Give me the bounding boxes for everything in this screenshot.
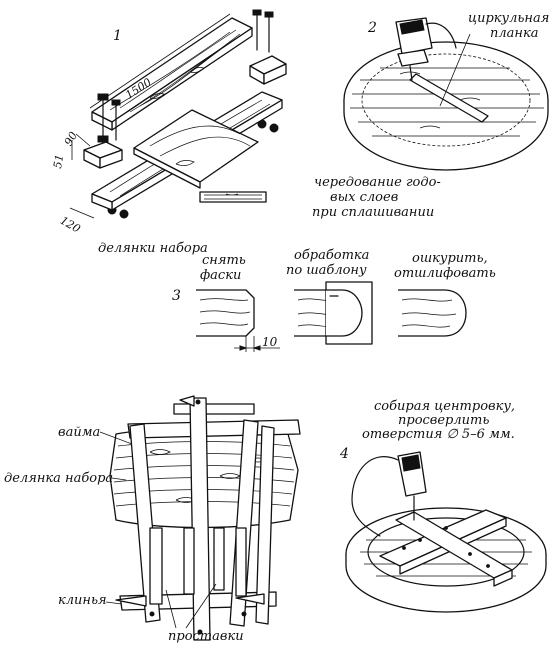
drill-icon: [351, 451, 427, 537]
label-template-1: обработка: [294, 248, 369, 263]
dim-90: 90: [62, 130, 80, 149]
label-chamfer-2: фаски: [200, 268, 241, 283]
bolt-icon: [252, 9, 274, 53]
label-sand-1: ошкурить,: [412, 251, 488, 266]
fig3-number: 3: [172, 288, 181, 304]
label-sand-2: отшлифовать: [394, 266, 496, 281]
label-wedges: клинья: [58, 593, 107, 608]
label-drill-3: отверстия ∅ 5–6 мм.: [362, 427, 515, 442]
label-clamp: вайма: [58, 425, 100, 440]
label-circular-plank-1: циркульная: [468, 11, 549, 26]
label-circular-plank-2: планка: [490, 26, 538, 41]
label-template-2: по шаблону: [286, 263, 367, 278]
figure-clamp-assembly: [99, 395, 301, 641]
bolt-icon: [97, 93, 121, 143]
label-rings-2: вых слоев: [330, 190, 398, 205]
label-stave-part: делянка набора: [4, 471, 113, 486]
dim-120: 120: [58, 214, 83, 236]
dim-10: 10: [262, 335, 278, 349]
label-chamfer-1: снять: [202, 253, 246, 268]
figure-1-board-assembly: [69, 9, 287, 219]
figure-2-round-cutting: [343, 17, 549, 171]
fig1-number: 1: [113, 28, 122, 44]
figure-4-drilling: [345, 451, 547, 613]
label-stave-parts: делянки набора: [98, 241, 208, 256]
figure-3-edge-profiles: [196, 281, 467, 352]
label-rings-3: при сплашивании: [312, 205, 434, 220]
label-rings-1: чередование годо-: [314, 175, 441, 190]
label-drill-1: собирая центровку,: [374, 399, 515, 414]
label-spacers: проставки: [168, 629, 244, 644]
dim-51: 51: [51, 153, 66, 169]
fig2-number: 2: [367, 20, 377, 36]
label-drill-2: просверлить: [398, 413, 489, 428]
fig4-number: 4: [339, 446, 349, 462]
